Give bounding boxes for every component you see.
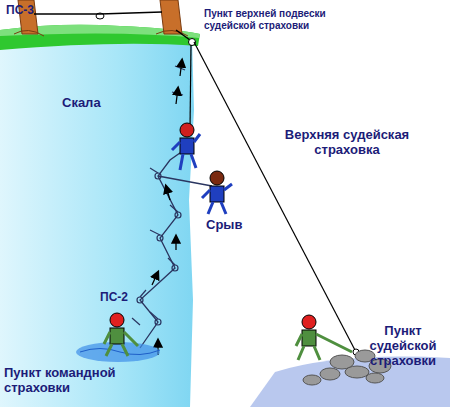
station-label: ПС-2 xyxy=(100,291,160,305)
ground-left xyxy=(76,342,160,362)
rope-label: Верхняя судейская страховка xyxy=(262,128,432,158)
team-point-label: Пункт командной страховки xyxy=(4,366,174,396)
judge-rope xyxy=(190,45,191,128)
anchor-sling xyxy=(176,30,190,40)
carabiner xyxy=(96,13,104,19)
judge-rope xyxy=(194,42,356,352)
route-arrows xyxy=(152,60,182,355)
fall-label: Срыв xyxy=(206,218,266,233)
rock-face xyxy=(0,38,194,407)
falling-climber xyxy=(202,171,232,214)
ground-waves xyxy=(80,349,160,355)
team-belayer xyxy=(104,313,138,356)
judge-belayer xyxy=(296,315,352,360)
anchor-label: Пункт верхней подвески судейской страхов… xyxy=(204,8,344,31)
tree-trunk xyxy=(160,0,182,34)
roots xyxy=(14,30,44,36)
quickdraws xyxy=(132,66,185,325)
station-label: ПС-3 xyxy=(6,4,66,18)
climber xyxy=(172,123,200,170)
team-rope xyxy=(140,148,187,348)
fall-rope xyxy=(158,176,212,186)
rock-label: Скала xyxy=(62,96,132,111)
judge-point-label: Пункт судейской страховки xyxy=(360,324,446,369)
